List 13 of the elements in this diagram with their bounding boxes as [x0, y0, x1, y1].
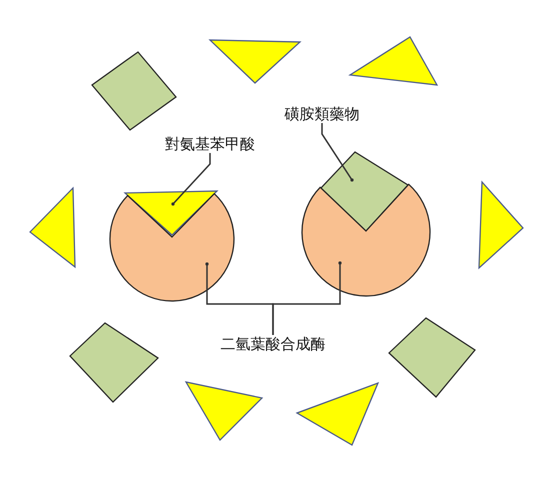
triangle-shape: [210, 40, 300, 83]
triangle-shape: [479, 182, 523, 268]
leader-line: [171, 153, 211, 206]
chemical-label: 對氨基苯甲酸: [165, 135, 255, 153]
chemical-label: 磺胺類藥物: [284, 105, 360, 123]
leader-line: [321, 123, 354, 182]
triangle-shape: [297, 383, 378, 445]
chemical-label: 二氫葉酸合成酶: [220, 335, 326, 353]
triangle-shape: [350, 37, 437, 85]
triangle-shape: [186, 382, 262, 440]
triangle-shape: [125, 191, 217, 235]
leader-line: [272, 261, 342, 335]
triangle-shape: [30, 188, 75, 267]
